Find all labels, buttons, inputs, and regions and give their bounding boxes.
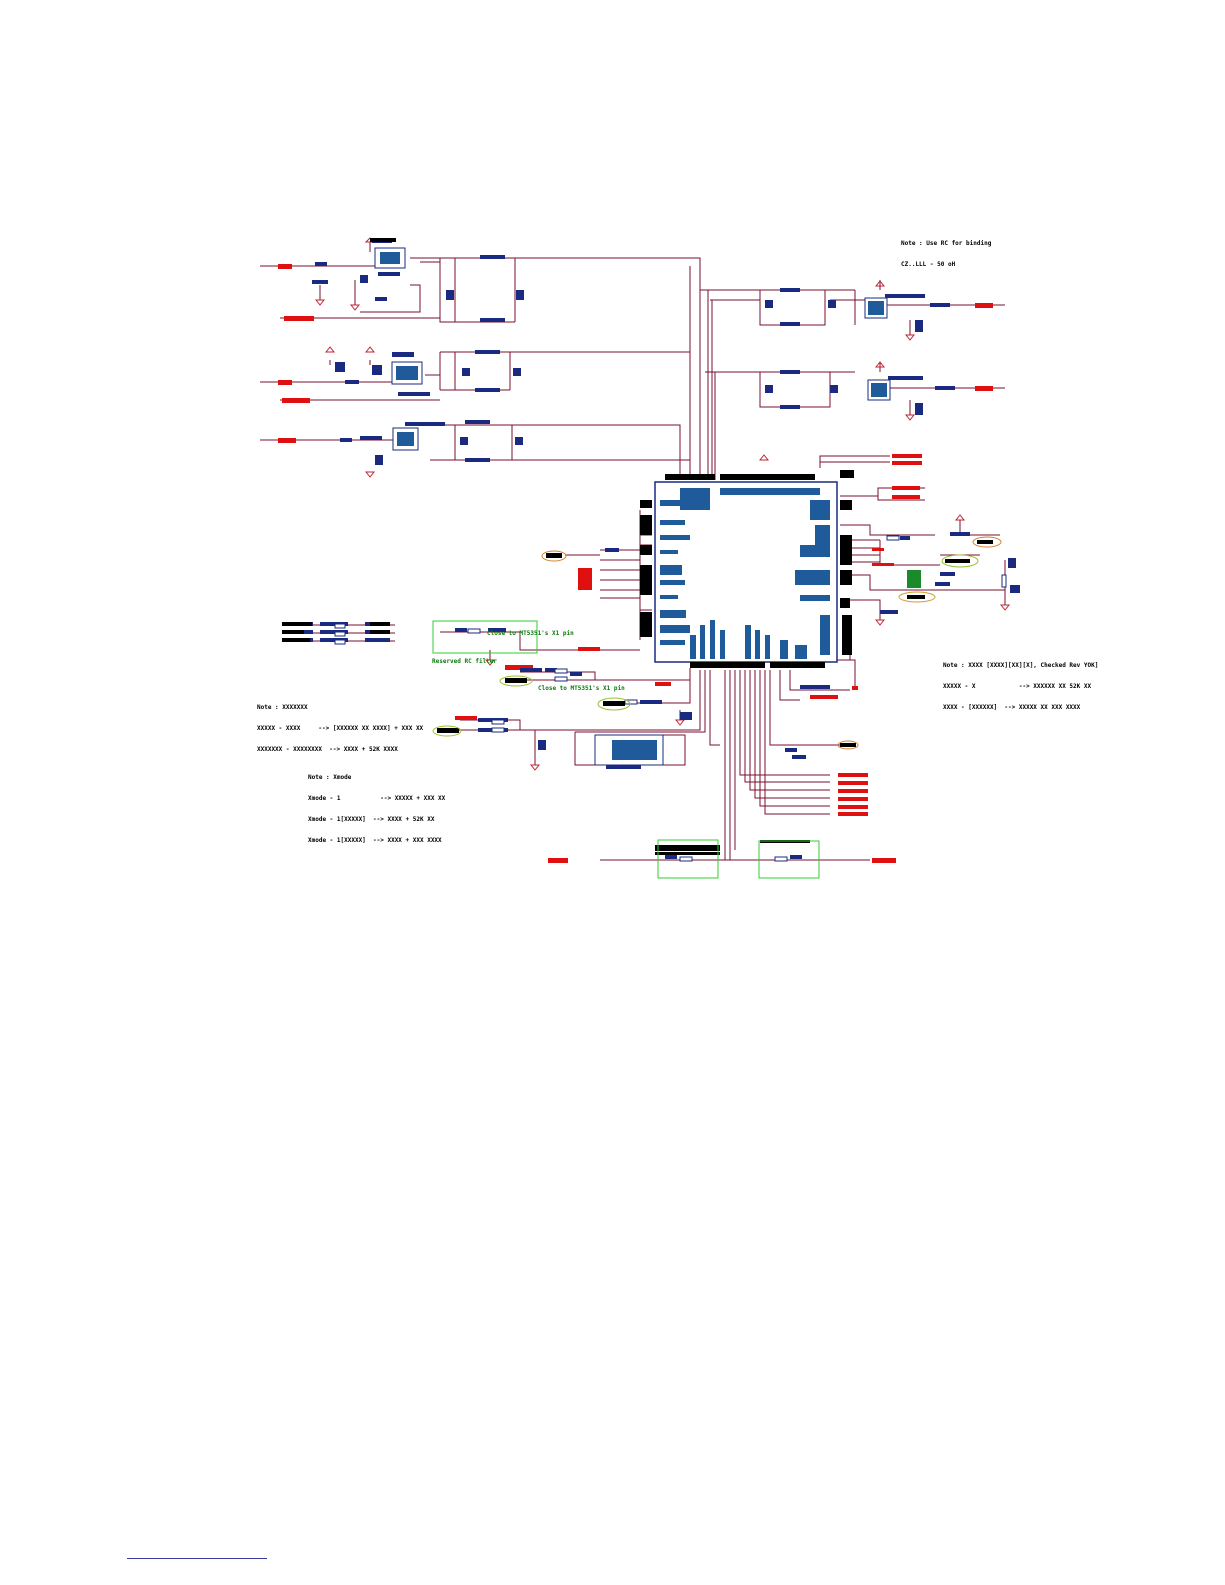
note-left-low: Note : Xmode Xmode - 1 --> XXXXX + XXX X… <box>308 760 445 851</box>
note-line: Xmode - 1 --> XXXXX + XXX XX <box>308 795 446 802</box>
note-top-right: Note : Use RC for binding CZ..LLL - 50 o… <box>901 226 991 275</box>
note-line: Note : XXXX [XXXX][XX][X], Checked Rev Y… <box>943 662 1099 669</box>
main-ic <box>640 474 852 668</box>
note-line: Xmode - 1[XXXXX] --> XXXX + 52K XX <box>308 816 435 823</box>
highlight-ellipses <box>432 536 1002 750</box>
net-labels <box>278 264 993 863</box>
components <box>285 238 1020 859</box>
green-label-close-xtal-2: Close to MT5351's X1 pin <box>538 685 625 692</box>
resistor-symbols <box>334 535 1007 862</box>
note-line: Xmode - 1[XXXXX] --> XXXX + XXX XXXX <box>308 837 442 844</box>
note-line: Note : Use RC for binding <box>901 240 992 247</box>
note-line: CZ..LLL - 50 oH <box>901 261 956 268</box>
footer-rule <box>127 1558 267 1559</box>
green-outlines <box>432 620 820 879</box>
note-line: XXXXXXX - XXXXXXXX --> XXXX + 52K XXXX <box>257 746 398 753</box>
note-line: XXXXX - XXXX --> [XXXXXX XX XXXX] + XXX … <box>257 725 424 732</box>
green-label-close-xtal-1: Close to MT5351's X1 pin <box>487 630 574 637</box>
note-right-mid: Note : XXXX [XXXX][XX][X], Checked Rev Y… <box>943 648 1098 718</box>
green-label-reserved-filter: Reserved RC filter <box>432 658 498 665</box>
power-ground-symbols <box>314 237 1011 771</box>
note-left-mid: Note : XXXXXXX XXXXX - XXXX --> [XXXXXX … <box>257 690 423 760</box>
note-line: Note : XXXXXXX <box>257 704 308 711</box>
green-component <box>907 570 921 588</box>
note-line: XXXX - [XXXXXX] --> XXXXX XX XXX XXXX <box>943 704 1081 711</box>
black-pads <box>282 238 993 855</box>
note-line: XXXXX - X --> XXXXXX XX 52K XX <box>943 683 1092 690</box>
note-line: Note : Xmode <box>308 774 352 781</box>
